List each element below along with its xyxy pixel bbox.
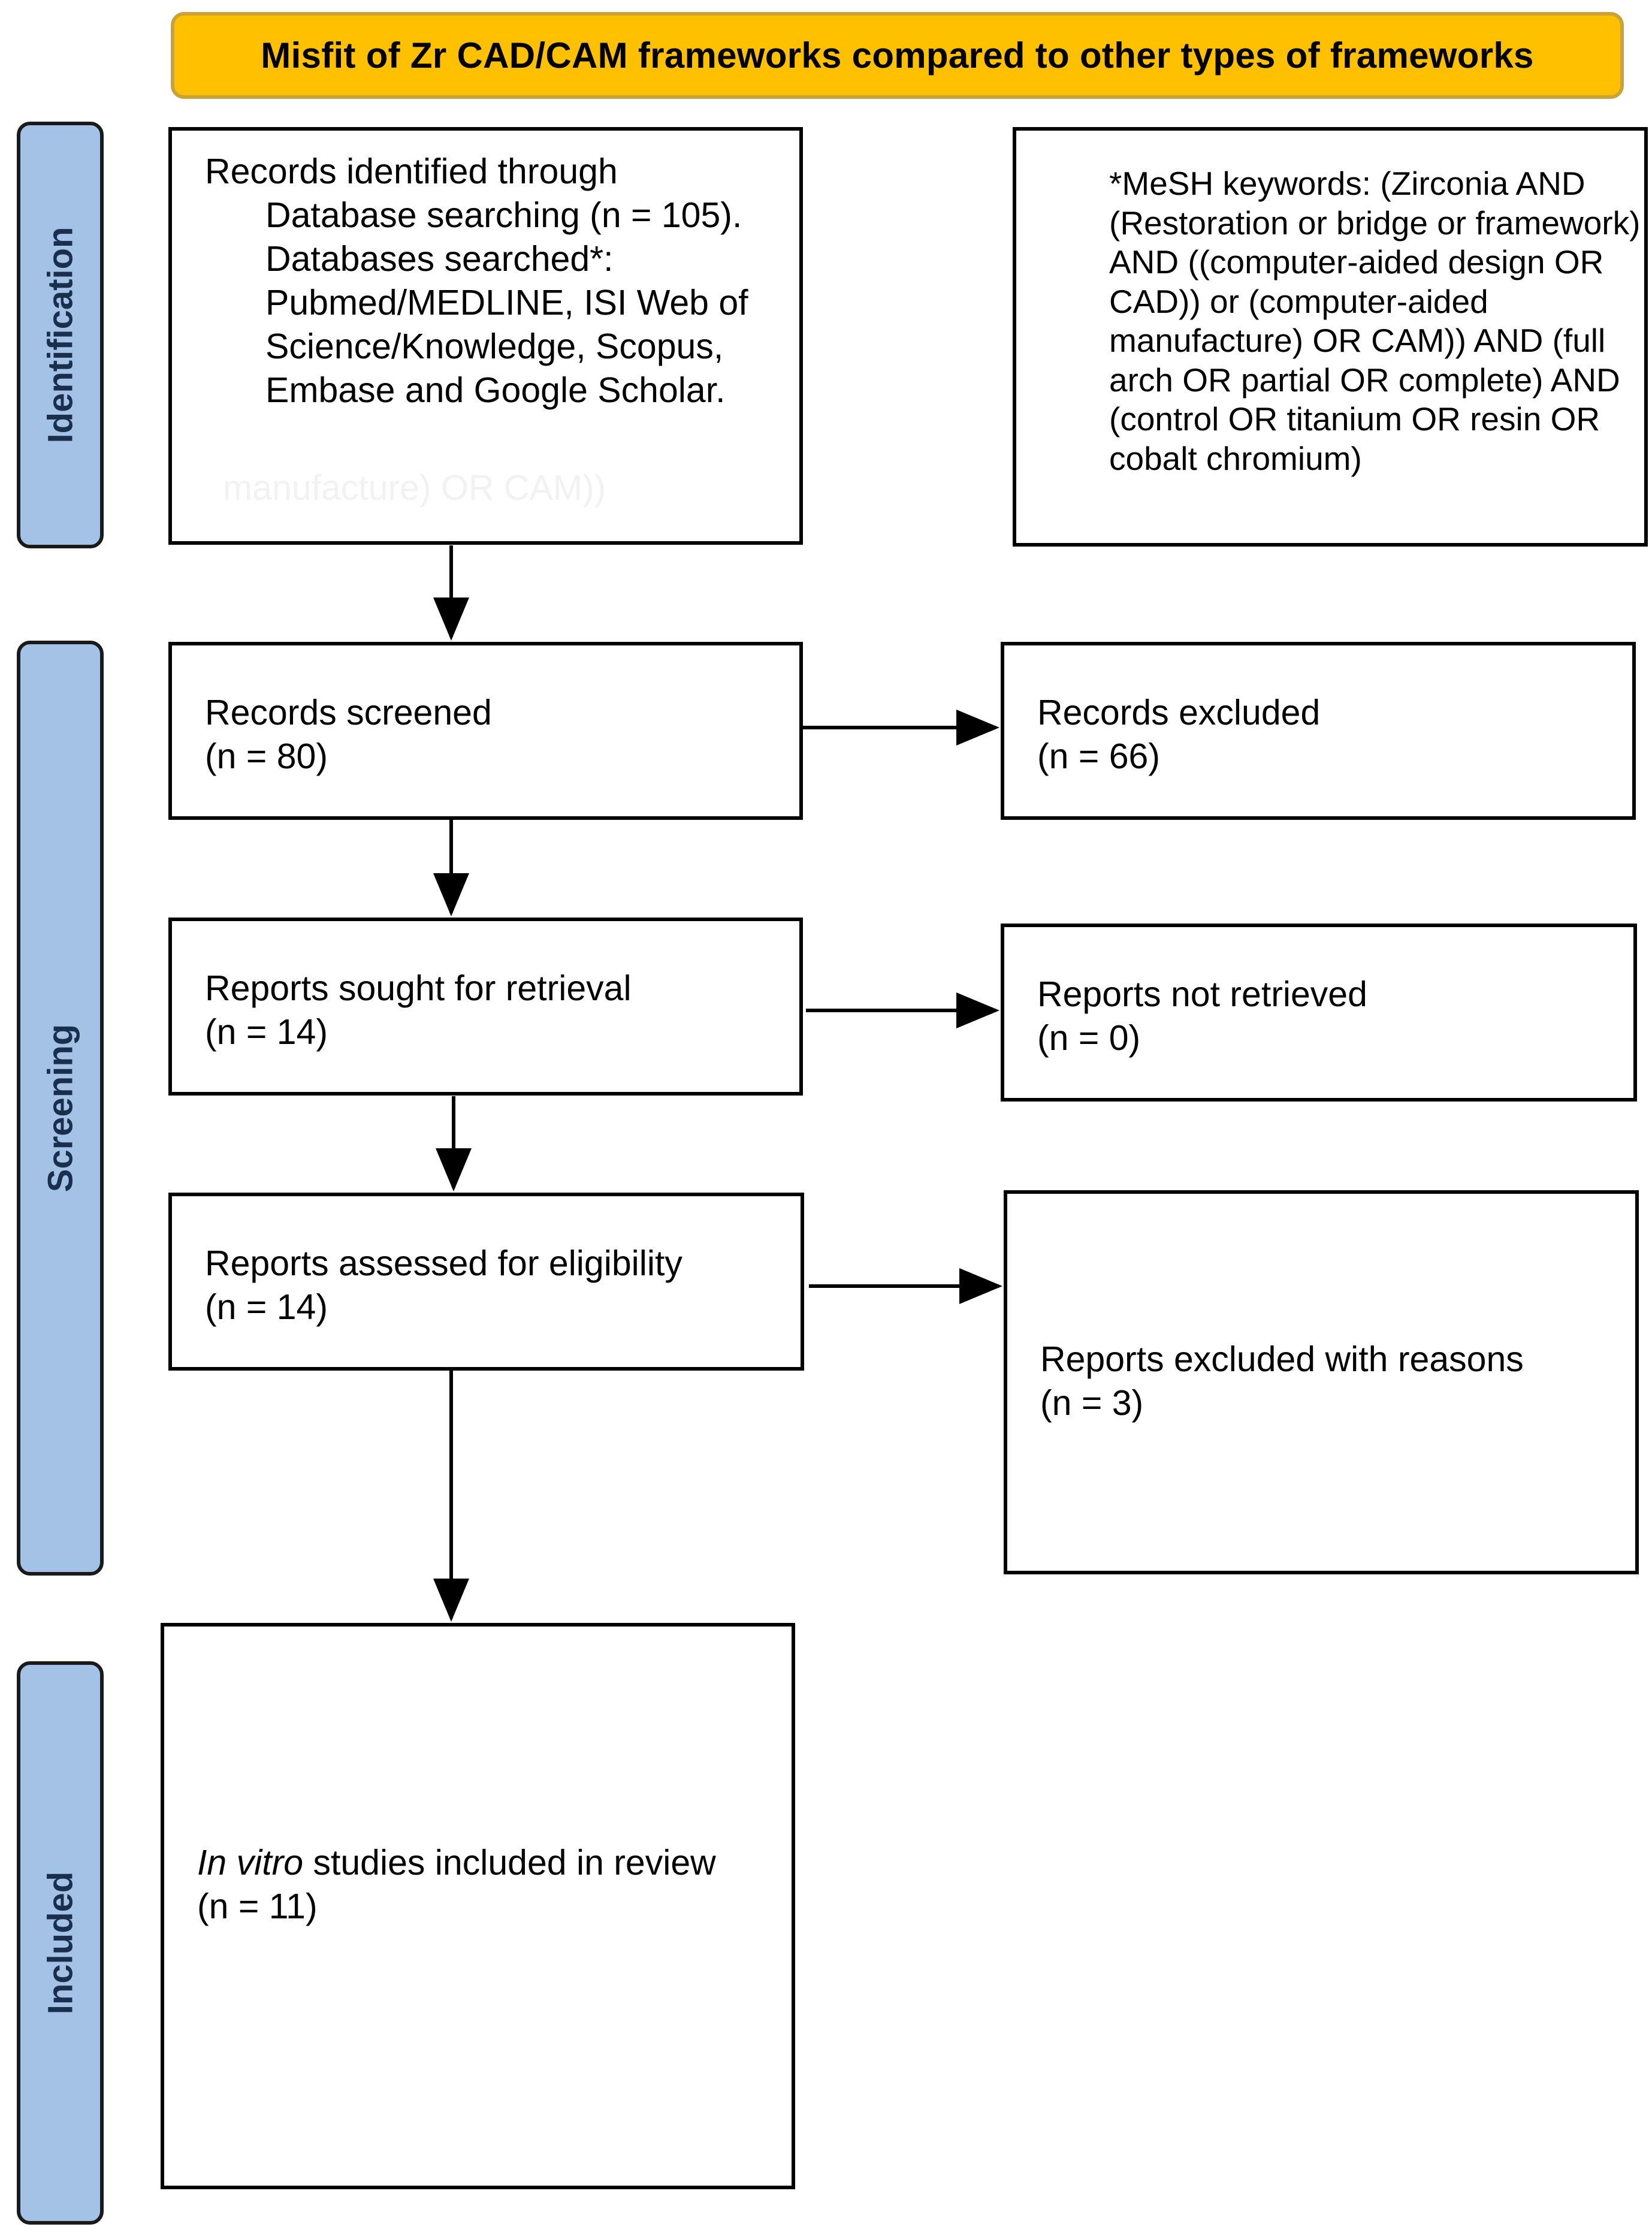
studies-included-label: In vitro studies included in review: [197, 1841, 716, 1885]
records-identified-body: Database searching (n = 105). Databases …: [265, 195, 748, 410]
reports-assessed-label: Reports assessed for eligibility: [205, 1244, 682, 1283]
in-vitro-italic: In vitro: [197, 1843, 304, 1882]
reports-not-retrieved-count: (n = 0): [1037, 1018, 1141, 1058]
records-excluded-box: Records excluded (n = 66): [1001, 642, 1636, 820]
reports-assessed-count: (n = 14): [205, 1287, 328, 1327]
records-excluded-label: Records excluded: [1037, 693, 1321, 732]
reports-sought-count: (n = 14): [205, 1012, 328, 1052]
studies-included-label-rest: studies included in review: [303, 1843, 716, 1882]
reports-sought-label: Reports sought for retrieval: [205, 968, 632, 1008]
records-screened-label: Records screened: [205, 693, 492, 732]
mesh-keywords-box: *MeSH keywords: (Zirconia AND (Restorati…: [1013, 127, 1648, 547]
records-identified-box: Records identified through Database sear…: [168, 127, 803, 545]
reports-not-retrieved-label: Reports not retrieved: [1037, 974, 1367, 1014]
phase-identification: Identification: [17, 122, 104, 548]
phase-included: Included: [17, 1661, 104, 2225]
records-excluded-count: (n = 66): [1037, 737, 1160, 776]
studies-included-count: (n = 11): [197, 1887, 318, 1926]
reports-excluded-label: Reports excluded with reasons: [1040, 1339, 1524, 1379]
reports-sought-box: Reports sought for retrieval (n = 14): [168, 918, 803, 1096]
records-screened-box: Records screened (n = 80): [168, 642, 803, 820]
records-screened-count: (n = 80): [205, 737, 328, 776]
studies-included-box: In vitro studies included in review (n =…: [161, 1623, 795, 2189]
reports-assessed-box: Reports assessed for eligibility (n = 14…: [168, 1193, 804, 1371]
records-identified-lead: Records identified through: [205, 152, 618, 191]
reports-excluded-box: Reports excluded with reasons (n = 3): [1004, 1190, 1639, 1574]
reports-not-retrieved-box: Reports not retrieved (n = 0): [1001, 924, 1637, 1102]
mesh-keywords-text: *MeSH keywords: (Zirconia AND (Restorati…: [1109, 165, 1641, 477]
ghost-text: manufacture) OR CAM)): [223, 468, 606, 508]
reports-excluded-count: (n = 3): [1040, 1383, 1144, 1423]
diagram-title: Misfit of Zr CAD/CAM frameworks compared…: [171, 12, 1624, 99]
phase-screening: Screening: [17, 641, 104, 1576]
